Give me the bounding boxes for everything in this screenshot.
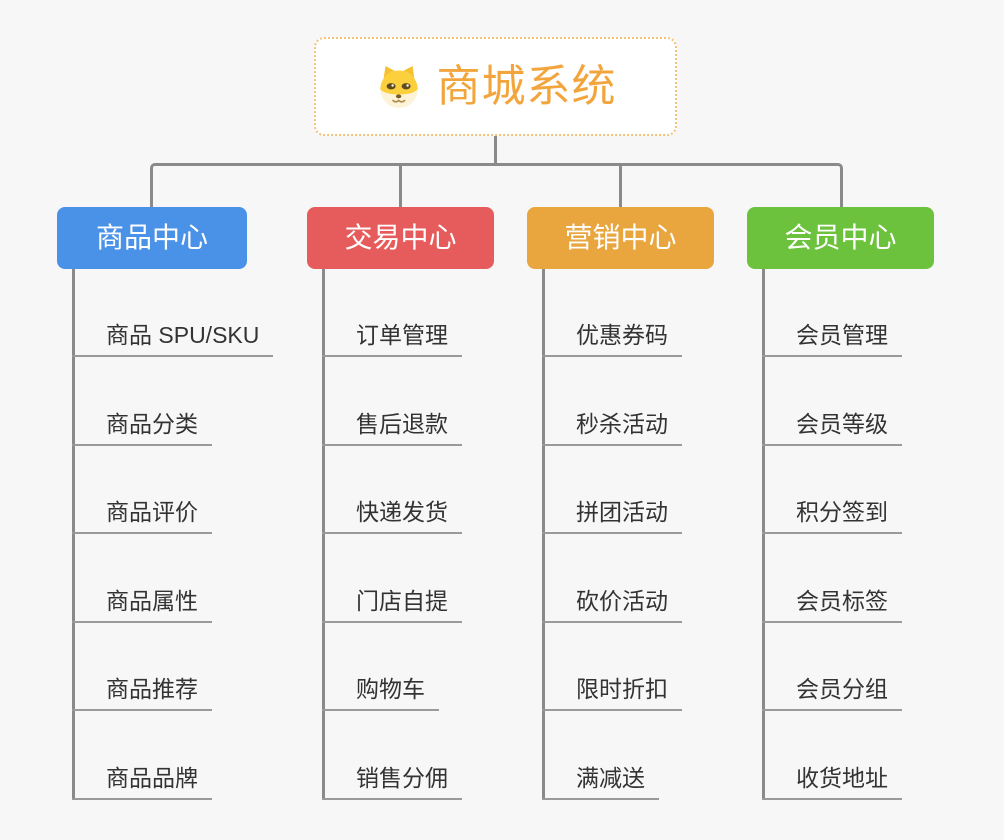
- branch-node-member-center[interactable]: 会员中心: [747, 207, 934, 269]
- leaf-node[interactable]: 会员标签: [762, 587, 902, 623]
- leaf-node[interactable]: 商品 SPU/SKU: [72, 321, 274, 357]
- root-title: 商城系统: [436, 61, 617, 111]
- leaf-node[interactable]: 快递发货: [322, 498, 462, 534]
- dog-face-icon: [379, 65, 418, 108]
- connector-trunk: [72, 269, 75, 800]
- leaf-node[interactable]: 商品属性: [72, 587, 212, 623]
- leaf-node[interactable]: 积分签到: [762, 498, 902, 534]
- leaf-node[interactable]: 商品分类: [72, 410, 212, 446]
- leaf-node[interactable]: 商品品牌: [72, 764, 212, 800]
- leaf-node[interactable]: 商品推荐: [72, 675, 212, 711]
- branch-node-trade-center[interactable]: 交易中心: [307, 207, 494, 269]
- branch-node-marketing-center[interactable]: 营销中心: [527, 207, 714, 269]
- root-node[interactable]: 商城系统: [314, 37, 677, 136]
- leaf-node[interactable]: 优惠券码: [542, 321, 682, 357]
- connector-trunk: [322, 269, 325, 800]
- connector-trunk: [542, 269, 545, 800]
- leaf-node[interactable]: 满减送: [542, 764, 659, 800]
- leaf-node[interactable]: 购物车: [322, 675, 439, 711]
- leaf-node[interactable]: 销售分佣: [322, 764, 462, 800]
- leaf-node[interactable]: 会员分组: [762, 675, 902, 711]
- connector-bus: [150, 163, 843, 207]
- branch-node-product-center[interactable]: 商品中心: [57, 207, 247, 269]
- leaf-node[interactable]: 秒杀活动: [542, 410, 682, 446]
- connector-trunk: [762, 269, 765, 800]
- connector-root-stub: [494, 136, 497, 163]
- leaf-node[interactable]: 会员管理: [762, 321, 902, 357]
- leaf-node[interactable]: 收货地址: [762, 764, 902, 800]
- leaf-node[interactable]: 拼团活动: [542, 498, 682, 534]
- leaf-node[interactable]: 会员等级: [762, 410, 902, 446]
- leaf-node[interactable]: 售后退款: [322, 410, 462, 446]
- leaf-node[interactable]: 限时折扣: [542, 675, 682, 711]
- leaf-node[interactable]: 砍价活动: [542, 587, 682, 623]
- leaf-node[interactable]: 商品评价: [72, 498, 212, 534]
- leaf-node[interactable]: 门店自提: [322, 587, 462, 623]
- connector-drop: [619, 166, 622, 207]
- connector-drop: [399, 166, 402, 207]
- leaf-node[interactable]: 订单管理: [322, 321, 462, 357]
